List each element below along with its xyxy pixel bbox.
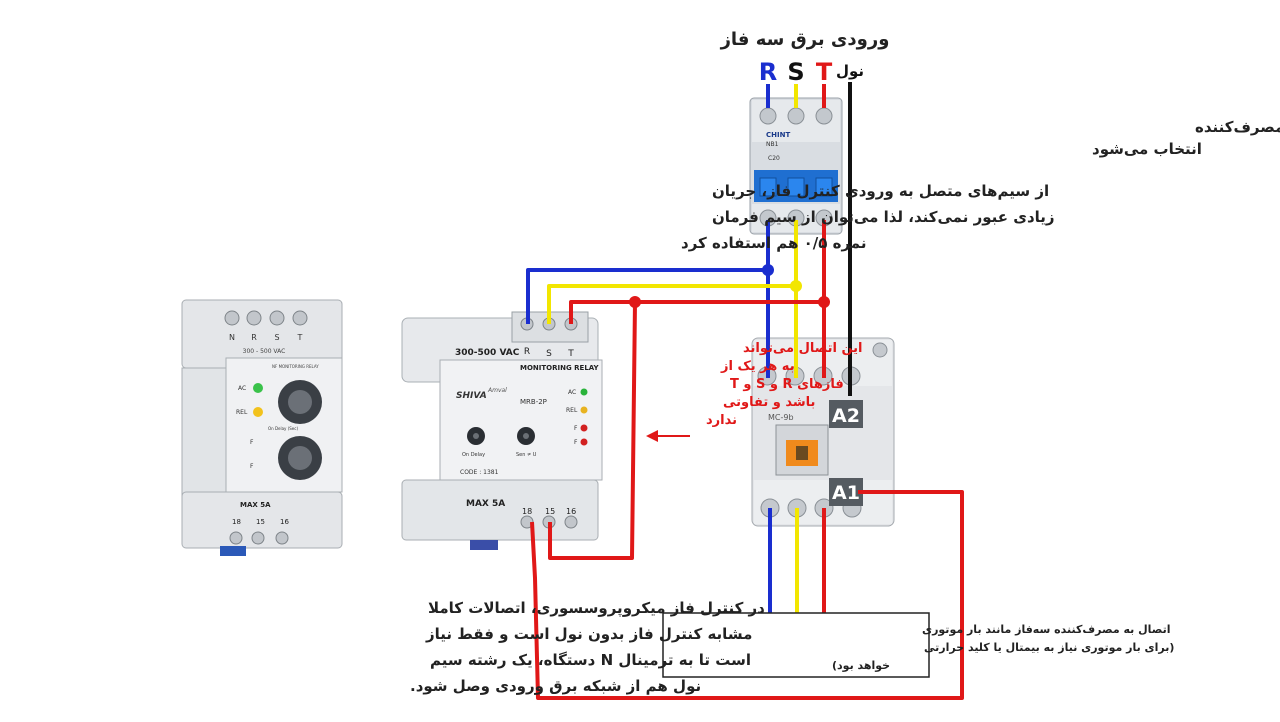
relay-led-rel-label: REL (566, 407, 578, 414)
small-led-ac-label: AC (238, 385, 246, 392)
small-t18: 18 (232, 518, 241, 526)
breaker-model: NB1 (766, 141, 779, 148)
note-bottom-line4: نول هم از شبکه برق ورودی وصل شود. (410, 677, 701, 695)
relay-terminal-s: S (546, 349, 552, 359)
note-phase-line5: ندارد (706, 413, 737, 428)
relay-max: MAX 5A (466, 499, 505, 509)
note-bottom: در کنترل فاز میکروپروسسوری، اتصالات کامل… (410, 599, 765, 695)
note-wires-line1: از سیم‌های متصل به ورودی کنترل فاز، جریا… (712, 182, 1049, 200)
relay-brand-2: Amval (487, 387, 507, 394)
wire-relay-common (548, 301, 637, 560)
relay-t16: 16 (566, 507, 576, 516)
small-led-f1-label: F (250, 439, 254, 446)
junction-r (762, 264, 774, 276)
phase-t-label: T (816, 58, 833, 86)
load-box (662, 612, 930, 678)
relay-knob-delay-label: On Delay (462, 452, 485, 458)
wire-t-relay (569, 300, 824, 324)
relay-led-ac-label: AC (568, 389, 576, 396)
junction-t (818, 296, 830, 308)
small-voltage: 300 - 500 VAC (243, 348, 286, 355)
a1-terminal-badge (829, 478, 863, 506)
wire-relay-a1 (530, 490, 964, 700)
relay-brand: SHIVA (456, 391, 487, 401)
relay-terminal-r: R (524, 347, 530, 357)
small-header: NF MONITORING RELAY (272, 364, 319, 369)
junction-relay-common (629, 296, 641, 308)
wire-junctions (629, 264, 830, 308)
small-led-rel (253, 407, 263, 417)
note-phase-line3: فازهای R و S و T (730, 377, 844, 392)
monitoring-relay-small: N R S T 300 - 500 VAC NF MONITORING RELA… (181, 299, 343, 556)
note-wires: از سیم‌های متصل به ورودی کنترل فاز، جریا… (681, 182, 1055, 252)
small-terminal-r: R (251, 333, 257, 342)
phase-s-label: S (787, 58, 804, 86)
small-t15: 15 (256, 518, 265, 526)
note-phase-line4: باشد و تفاوتی (723, 395, 815, 410)
small-max: MAX 5A (240, 501, 271, 509)
note-wires-line2: زیادی عبور نمی‌کند، لذا می‌توان از سیم ف… (712, 208, 1055, 226)
note-breaker: جریان کلید مینیاتوری با توجه به مصرف‌کنن… (1092, 118, 1280, 158)
a2-terminal-label: A2 (832, 405, 860, 427)
note-wires-line3: نمره ۰/۵ هم استفاده کرد (681, 234, 866, 252)
relay-led-rel (580, 406, 588, 414)
relay-terminal-t: T (567, 349, 574, 359)
note-phase: این اتصال می‌تواند به هر یک از فازهای R … (706, 341, 862, 428)
small-terminal-n: N (229, 333, 235, 342)
relay-led-f2 (580, 438, 588, 446)
note-bottom-line2: مشابه کنترل فاز بدون نول است و فقط نیاز (425, 625, 752, 643)
wire-s-relay (547, 284, 796, 324)
junction-s (790, 280, 802, 292)
relay-led-f1-label: F (574, 425, 578, 432)
relay-voltage: 300-500 VAC (455, 348, 520, 358)
small-led-rel-label: REL (236, 409, 248, 416)
contactor: MC-9b A2 A1 (751, 337, 895, 527)
small-knob-label: On Delay (Sec) (268, 426, 298, 431)
note-phase-line1: این اتصال می‌تواند (743, 341, 862, 356)
arrow-icon (646, 430, 690, 442)
small-led-f2-label: F (250, 463, 254, 470)
small-t16: 16 (280, 518, 289, 526)
breaker-rating: C20 (768, 155, 780, 162)
a1-terminal-label: A1 (832, 482, 860, 504)
note-load-line3: خواهد بود) (832, 659, 890, 672)
relay-t15: 15 (545, 507, 555, 516)
neutral-label: نول (836, 62, 864, 80)
relay-led-f2-label: F (574, 439, 578, 446)
note-load-line2: (برای بار موتوری نیاز به بیمتال یا کلید … (924, 641, 1174, 654)
small-terminal-t: T (297, 333, 303, 342)
note-breaker-line2: انتخاب می‌شود (1092, 140, 1202, 158)
relay-knob-sens-label: Sen ≠ U (516, 452, 537, 458)
a2-terminal-badge (829, 400, 863, 428)
contactor-model: MC-9b (768, 413, 794, 422)
monitoring-relay-main: R S T 300-500 VAC MONITORING RELAY SHIVA… (401, 311, 603, 550)
relay-title: MONITORING RELAY (520, 364, 600, 372)
header-title: ورودی برق سه فاز (720, 29, 890, 50)
small-terminal-s: S (274, 333, 279, 342)
note-bottom-line1: در کنترل فاز میکروپروسسوری، اتصالات کامل… (428, 599, 765, 618)
note-breaker-line1: جریان کلید مینیاتوری با توجه به مصرف‌کنن… (1195, 118, 1280, 136)
relay-led-ac (580, 388, 588, 396)
breaker-brand: CHINT (766, 131, 790, 139)
note-load-line1: اتصال به مصرف‌کننده سه‌فاز مانند بار موت… (922, 623, 1171, 636)
wire-r-relay (526, 268, 768, 324)
relay-t18: 18 (522, 507, 532, 516)
phase-r-label: R (759, 58, 777, 86)
note-bottom-line3: است تا به ترمینال N دستگاه، یک رشته سیم (430, 651, 751, 669)
small-led-ac (253, 383, 263, 393)
note-phase-line2: به هر یک از (720, 359, 795, 374)
relay-led-f1 (580, 424, 588, 432)
relay-code: CODE : 1381 (460, 469, 499, 476)
relay-model: MRB-2P (520, 398, 547, 406)
note-load: اتصال به مصرف‌کننده سه‌فاز مانند بار موت… (662, 612, 1174, 678)
